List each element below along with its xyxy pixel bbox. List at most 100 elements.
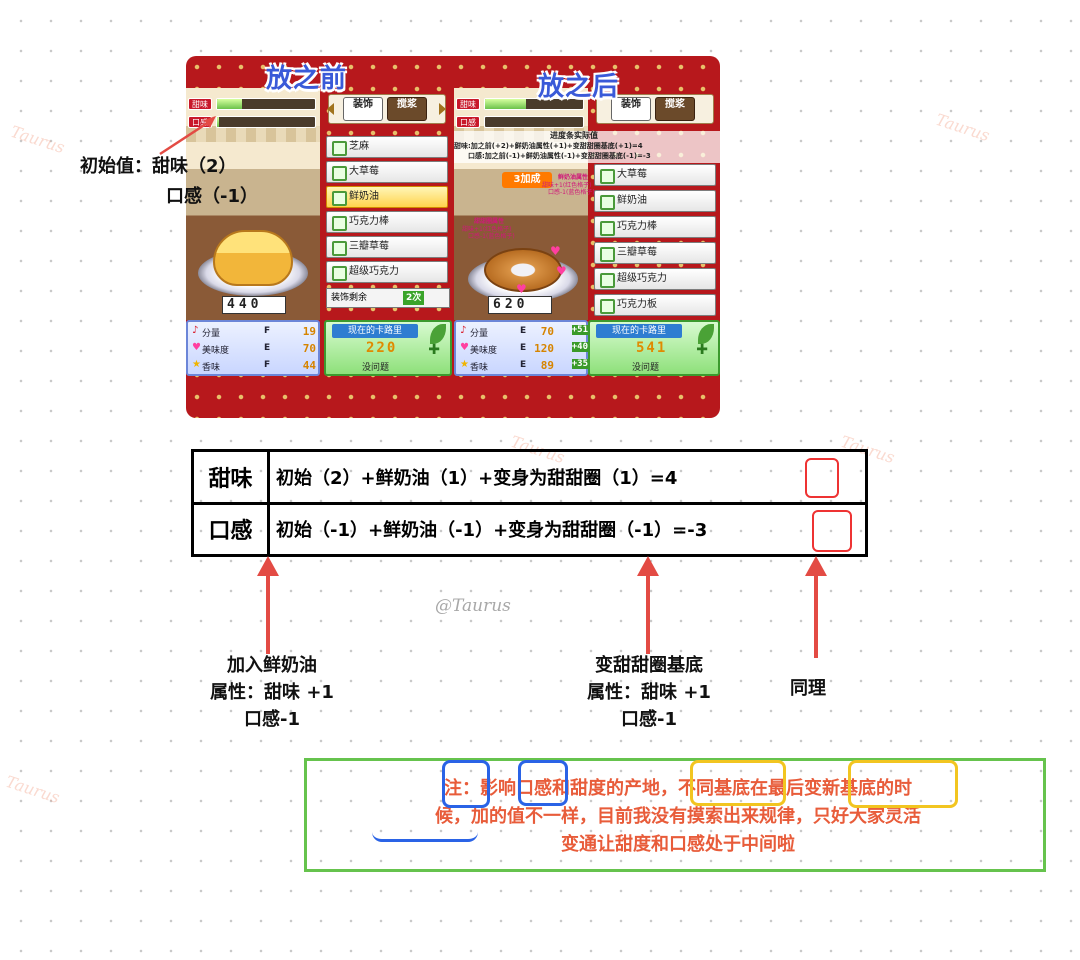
stat-row: ♪ 分量 F 19 — [192, 324, 320, 340]
heart-icon: ♥ — [192, 342, 201, 353]
sweet-bar-fill — [485, 99, 527, 109]
tab-batter[interactable]: 搅浆 — [655, 97, 695, 121]
menu-item[interactable]: 大草莓 — [326, 161, 448, 183]
note-box: 注：影响口感和甜度的产地，不同基底在最后变新基底的时 候，加的值不一样，目前我没… — [304, 758, 1046, 872]
annotation-line: 口感-1 — [621, 709, 677, 730]
donut-annotation: 变甜甜圈基底 属性：甜味 +1 口感-1 — [566, 652, 732, 733]
annotation-line: 口感-1 — [244, 709, 300, 730]
stat-bonus: +51 — [571, 325, 588, 335]
plus-icon: ✚ — [696, 342, 708, 358]
row-label-sweet: 甜味 — [191, 449, 270, 505]
note-line: 注：影响口感和甜度的产地，不同基底在最后变新基底的时 — [444, 778, 912, 799]
result-highlight-texture — [812, 510, 852, 552]
stat-row: ♥ 美味度 E 120 +40 — [460, 341, 588, 357]
star-icon: ★ — [460, 359, 469, 370]
texture-bar-fill — [217, 117, 219, 127]
highlight-new-base — [848, 760, 958, 808]
texture-bar — [484, 116, 584, 128]
menu-item[interactable]: 鲜奶油 — [594, 190, 716, 212]
stat-grade: E — [520, 343, 527, 353]
menu-item-selected[interactable]: 鲜奶油 — [326, 186, 448, 208]
heart-icon: ♥ — [516, 282, 527, 296]
stat-grade: E — [520, 360, 527, 370]
prev-arrow-icon[interactable] — [327, 103, 334, 115]
sweet-bar-label: 甜味 — [188, 98, 212, 110]
menu-item[interactable]: 巧克力棒 — [326, 211, 448, 233]
stat-grade: E — [264, 343, 271, 353]
stat-value: 19 — [302, 325, 316, 338]
cream-tip-title: 鲜奶油属性 — [558, 174, 589, 181]
watermark: Taurus — [3, 771, 63, 808]
tab-bar: 装饰 搅浆 — [596, 94, 714, 124]
highlight-base — [690, 760, 786, 806]
stats-panel: ♪ 分量 E 70 +51 ♥ 美味度 E 120 +40 ★ 香味 E 89 … — [454, 320, 588, 376]
annotation-line: 变甜甜圈基底 — [595, 655, 703, 676]
annotation-line: 属性：甜味 +1 — [210, 682, 334, 703]
menu-item[interactable]: 巧克力板 — [594, 294, 716, 316]
calorie-header: 现在的卡路里 — [596, 324, 682, 338]
base-tip-title: 甜甜圈属性 — [474, 218, 505, 225]
base-tip-line: 口感-1(蓝色格子) — [468, 233, 515, 240]
table-row: 甜味 初始（2）+鲜奶油（1）+变身为甜甜圈（1）=4 — [191, 449, 868, 505]
next-arrow-icon[interactable] — [439, 103, 446, 115]
stat-bonus: +35 — [571, 359, 588, 369]
after-title: 放之后 — [538, 72, 620, 102]
note-line: 变通让甜度和口感处于中间啦 — [561, 834, 795, 855]
calorie-value: 220 — [366, 340, 398, 356]
initial-value-line1: 初始值：甜味（2） — [80, 156, 237, 177]
menu-item[interactable]: 超级巧克力 — [594, 268, 716, 290]
pointer-arrow-head — [204, 116, 216, 128]
stat-name: 美味度 — [470, 346, 498, 356]
menu-item[interactable]: 芝麻 — [326, 136, 448, 158]
cream-annotation: 加入鲜奶油 属性：甜味 +1 口感-1 — [192, 652, 352, 733]
progress-line-sweet: 甜味:加之前(+2)+鲜奶油属性(+1)+变甜甜圈基底(+1)=4 — [454, 142, 643, 150]
result-highlight-sweet — [805, 458, 839, 498]
arrow-head — [257, 556, 279, 576]
stat-value: 44 — [302, 359, 316, 372]
author-credit: @Taurus — [435, 596, 511, 616]
calorie-panel: 现在的卡路里 220 ✚ 没问题 — [324, 320, 452, 376]
stat-grade: E — [520, 326, 527, 336]
stat-grade: F — [264, 360, 271, 370]
sweet-bar — [216, 98, 316, 110]
arrow-head — [637, 556, 659, 576]
sweet-bar-fill — [217, 99, 242, 109]
leaf-icon — [698, 324, 714, 344]
stat-name: 分量 — [202, 329, 221, 339]
calorie-header: 现在的卡路里 — [332, 324, 418, 338]
stat-name: 美味度 — [202, 346, 230, 356]
donut-icon — [484, 248, 562, 292]
same-annotation: 同理 — [790, 678, 826, 699]
pointer-arrow — [159, 116, 216, 156]
menu-item[interactable]: 三瓣草莓 — [326, 236, 448, 258]
menu-item[interactable]: 巧克力棒 — [594, 216, 716, 238]
watermark: Taurus — [933, 109, 993, 146]
initial-value-line2: 口感（-1） — [166, 186, 258, 207]
stat-row: ♥ 美味度 E 70 — [192, 341, 320, 357]
calorie-status: 没问题 — [632, 363, 660, 373]
sponge-cake-icon — [213, 230, 293, 286]
progress-line-texture: 口感:加之前(-1)+鲜奶油属性(-1)+变甜甜圈基底(-1)=-3 — [468, 152, 651, 160]
base-tip-line: 甜味+1(红色格子) — [462, 226, 512, 233]
watermark: Taurus — [8, 121, 68, 158]
arrow-line — [646, 574, 650, 654]
stat-name: 香味 — [470, 363, 489, 373]
plus-icon: ✚ — [428, 342, 440, 358]
menu-item[interactable]: 三瓣草莓 — [594, 242, 716, 264]
heart-icon: ♥ — [550, 244, 561, 258]
tab-decoration[interactable]: 装饰 — [611, 97, 651, 121]
tab-decoration[interactable]: 装饰 — [343, 97, 383, 121]
menu-item[interactable]: 大草莓 — [594, 164, 716, 186]
note-icon: ♪ — [460, 325, 467, 336]
heart-icon: ♥ — [460, 342, 469, 353]
stat-value: 70 — [302, 342, 316, 355]
tab-batter[interactable]: 搅浆 — [387, 97, 427, 121]
calorie-value: 541 — [636, 340, 668, 356]
note-icon: ♪ — [192, 325, 199, 336]
menu-item[interactable]: 超级巧克力 — [326, 261, 448, 283]
note-line: 候，加的值不一样，目前我没有摸索出来规律，只好大家灵活 — [435, 806, 921, 827]
stat-row: ★ 香味 E 89 +35 — [460, 358, 588, 374]
sweet-bar — [484, 98, 584, 110]
after-panel: 甜味 口感 进度条实际值 甜味:加之前(+2)+鲜奶油属性(+1)+变甜甜圈基底… — [454, 88, 720, 418]
annotation-line: 加入鲜奶油 — [227, 655, 317, 676]
